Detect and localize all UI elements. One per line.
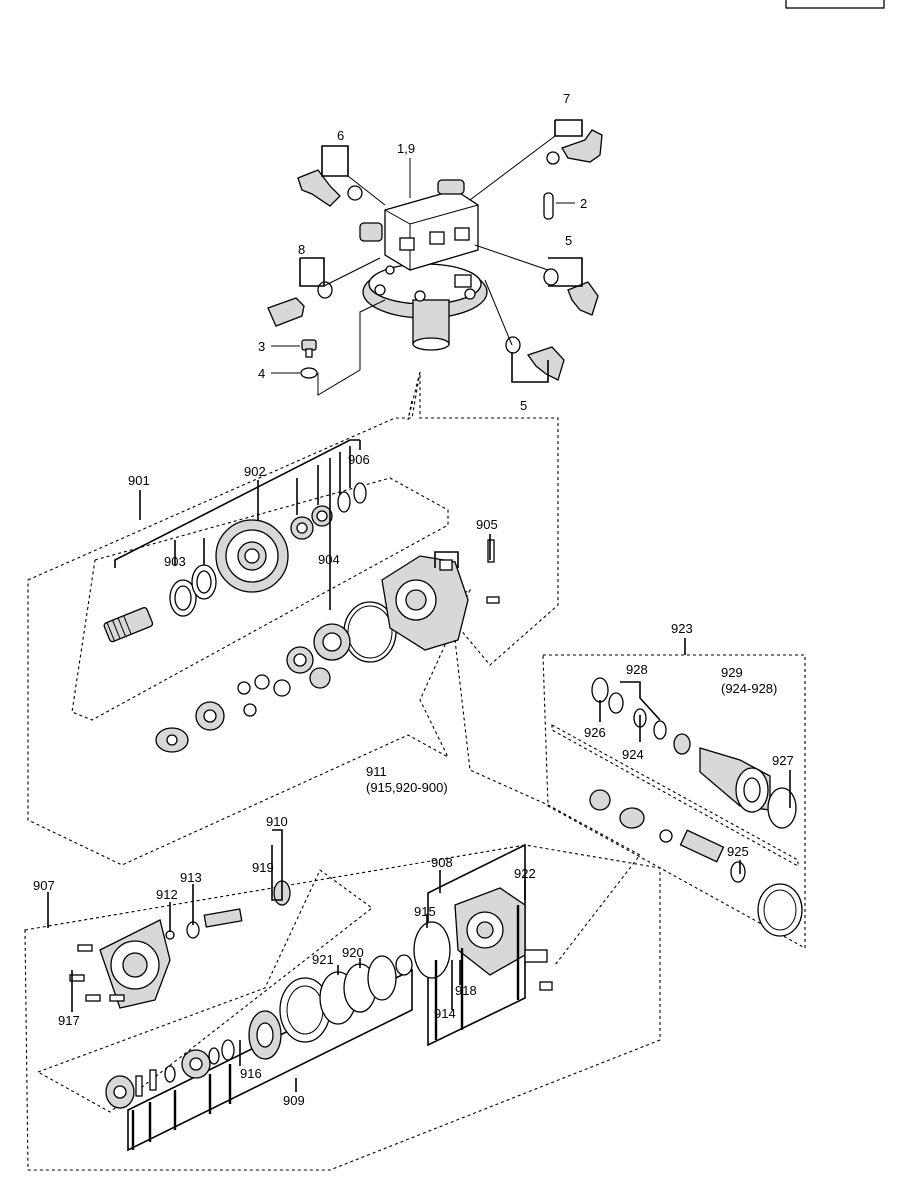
callout-6: 6	[337, 128, 344, 143]
top-leader-lines	[271, 119, 583, 396]
group-923-leaders	[599, 638, 791, 874]
callout-8: 8	[298, 242, 305, 257]
group-box-909	[127, 968, 413, 1152]
callout-916: 916	[240, 1066, 262, 1081]
callout-913: 913	[180, 870, 202, 885]
callout-925: 925	[727, 844, 749, 859]
callout-924: 924	[622, 747, 644, 762]
callout-928: 928	[626, 662, 648, 677]
callout-910: 910	[266, 814, 288, 829]
callout-918: 918	[455, 983, 477, 998]
callout-911: 911	[366, 764, 387, 779]
callout-919: 919	[252, 860, 274, 875]
group-box-923	[542, 654, 806, 949]
callout-911-sub: (915,920-900)	[366, 780, 448, 795]
callout-pointer-911	[454, 639, 641, 966]
group-901-leaders	[114, 439, 491, 610]
group-box-901	[27, 371, 559, 866]
callout-3: 3	[258, 339, 265, 354]
washer-part	[300, 367, 318, 379]
callout-904: 904	[318, 552, 340, 567]
callout-926: 926	[584, 725, 606, 740]
callout-922: 922	[514, 866, 536, 881]
callout-912: 912	[156, 887, 178, 902]
callout-907: 907	[33, 878, 55, 893]
swivel-joint-assembly	[359, 179, 488, 351]
group-907-leaders	[47, 829, 526, 1150]
callout-1-9: 1,9	[397, 141, 415, 156]
callout-labels: 1,9 2 3 4 5 5 6 7 8 901 902 903 904 905 …	[33, 91, 794, 1108]
group-box-907	[24, 844, 661, 1171]
callout-pointer-top	[407, 371, 421, 421]
callout-5-lower: 5	[520, 398, 527, 413]
callout-929: 929	[721, 665, 743, 680]
callout-923: 923	[671, 621, 693, 636]
bolt-part	[301, 339, 317, 358]
callout-902: 902	[244, 464, 266, 479]
callout-915: 915	[414, 904, 436, 919]
callout-921: 921	[312, 952, 334, 967]
callout-906: 906	[348, 452, 370, 467]
pin-part	[543, 192, 554, 220]
callout-920: 920	[342, 945, 364, 960]
callout-7: 7	[563, 91, 570, 106]
callout-929-sub: (924-928)	[721, 681, 777, 696]
callout-909: 909	[283, 1093, 305, 1108]
callout-903: 903	[164, 554, 186, 569]
group-901-parts	[103, 482, 500, 753]
elbow-fitting-5-upper	[543, 268, 599, 316]
callout-2: 2	[580, 196, 587, 211]
elbow-fitting-7	[546, 129, 603, 165]
callout-4: 4	[258, 366, 265, 381]
callout-917: 917	[58, 1013, 80, 1028]
callout-905: 905	[476, 517, 498, 532]
group-907-parts	[69, 880, 553, 1109]
callout-5-upper: 5	[565, 233, 572, 248]
page-reference-box	[785, 0, 885, 9]
callout-927: 927	[772, 753, 794, 768]
callout-901: 901	[128, 473, 150, 488]
group-923-parts	[589, 677, 803, 937]
straight-fitting-8	[267, 281, 333, 327]
elbow-fitting-5-lower	[505, 336, 565, 381]
elbow-fitting-6	[297, 169, 363, 207]
callout-908: 908	[431, 855, 453, 870]
callout-914: 914	[434, 1006, 456, 1021]
